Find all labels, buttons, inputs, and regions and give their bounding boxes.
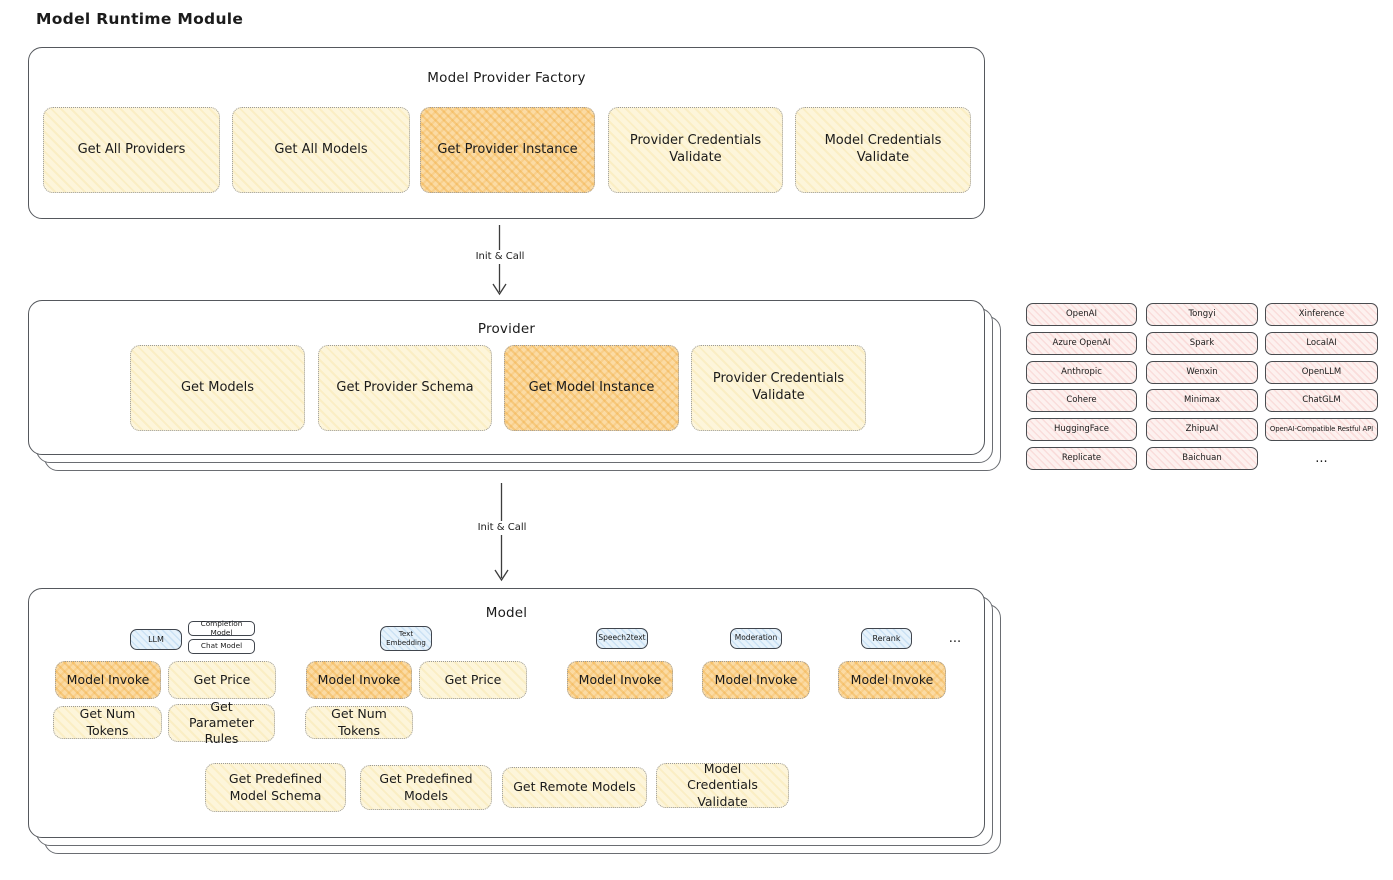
provider-get-provider-schema: Get Provider Schema (318, 345, 492, 431)
provider-item-minimax: Minimax (1146, 389, 1258, 412)
factory-provider-credentials-validate: Provider Credentials Validate (608, 107, 783, 193)
factory-get-provider-instance: Get Provider Instance (420, 107, 595, 193)
provider-item-localai: LocalAI (1265, 332, 1378, 355)
provider-item-baichuan: Baichuan (1146, 447, 1258, 470)
provider-item-openai-compatible: OpenAI-Compatible Restful API (1265, 418, 1378, 441)
model-get-predefined-models: Get Predefined Models (360, 765, 492, 810)
model-type-tab-speech2text: Speech2text (596, 628, 648, 649)
provider-item-wenxin: Wenxin (1146, 361, 1258, 384)
arrow1-label: Init & Call (473, 250, 527, 264)
page-title: Model Runtime Module (36, 10, 244, 28)
model-box-title: Model (485, 605, 528, 621)
model-llm-get-price: Get Price (168, 661, 276, 699)
model-embedding-get-num-tokens: Get Num Tokens (305, 706, 413, 739)
arrow2-label: Init & Call (475, 521, 529, 535)
model-llm-get-parameter-rules: Get Parameter Rules (168, 699, 275, 746)
model-type-tab-rerank: Rerank (861, 628, 912, 649)
provider-item-cohere: Cohere (1026, 389, 1137, 412)
model-llm-model-invoke: Model Invoke (55, 661, 161, 699)
provider-item-replicate: Replicate (1026, 447, 1137, 470)
provider-item-zhipuai: ZhipuAI (1146, 418, 1258, 441)
model-type-tab-text-embedding: Text Embedding (380, 626, 432, 651)
model-speech2text-model-invoke: Model Invoke (567, 661, 673, 699)
model-rerank-model-invoke: Model Invoke (838, 661, 946, 699)
provider-item-xinference: Xinference (1265, 303, 1378, 326)
model-get-predefined-model-schema: Get Predefined Model Schema (205, 763, 346, 812)
provider-item-openllm: OpenLLM (1265, 361, 1378, 384)
model-subtype-completion-model: Completion Model (188, 620, 255, 636)
provider-item-huggingface: HuggingFace (1026, 418, 1137, 441)
provider-item-tongyi: Tongyi (1146, 303, 1258, 326)
provider-box-title: Provider (477, 321, 536, 337)
model-embedding-get-price: Get Price (419, 661, 527, 699)
model-subtype-chat-model: Chat Model (188, 639, 255, 654)
model-model-credentials-validate: Model Credentials Validate (656, 761, 789, 809)
model-moderation-model-invoke: Model Invoke (702, 661, 810, 699)
factory-get-all-models: Get All Models (232, 107, 410, 193)
provider-item-openai: OpenAI (1026, 303, 1137, 326)
factory-box-title: Model Provider Factory (427, 70, 586, 86)
provider-item-azure-openai: Azure OpenAI (1026, 332, 1137, 355)
provider-provider-credentials-validate: Provider Credentials Validate (691, 345, 866, 431)
model-llm-get-num-tokens: Get Num Tokens (53, 706, 162, 739)
factory-get-all-providers: Get All Providers (43, 107, 220, 193)
factory-model-credentials-validate: Model Credentials Validate (795, 107, 971, 193)
model-get-remote-models: Get Remote Models (502, 767, 647, 808)
model-type-tab-llm: LLM (130, 629, 182, 650)
model-type-ellipsis: ... (948, 631, 962, 646)
provider-item-anthropic: Anthropic (1026, 361, 1137, 384)
model-type-tab-moderation: Moderation (730, 628, 782, 649)
provider-get-model-instance: Get Model Instance (504, 345, 679, 431)
provider-item-chatglm: ChatGLM (1265, 389, 1378, 412)
model-embedding-model-invoke: Model Invoke (306, 661, 412, 699)
provider-list-ellipsis: ... (1315, 451, 1328, 466)
provider-get-models: Get Models (130, 345, 305, 431)
provider-item-spark: Spark (1146, 332, 1258, 355)
